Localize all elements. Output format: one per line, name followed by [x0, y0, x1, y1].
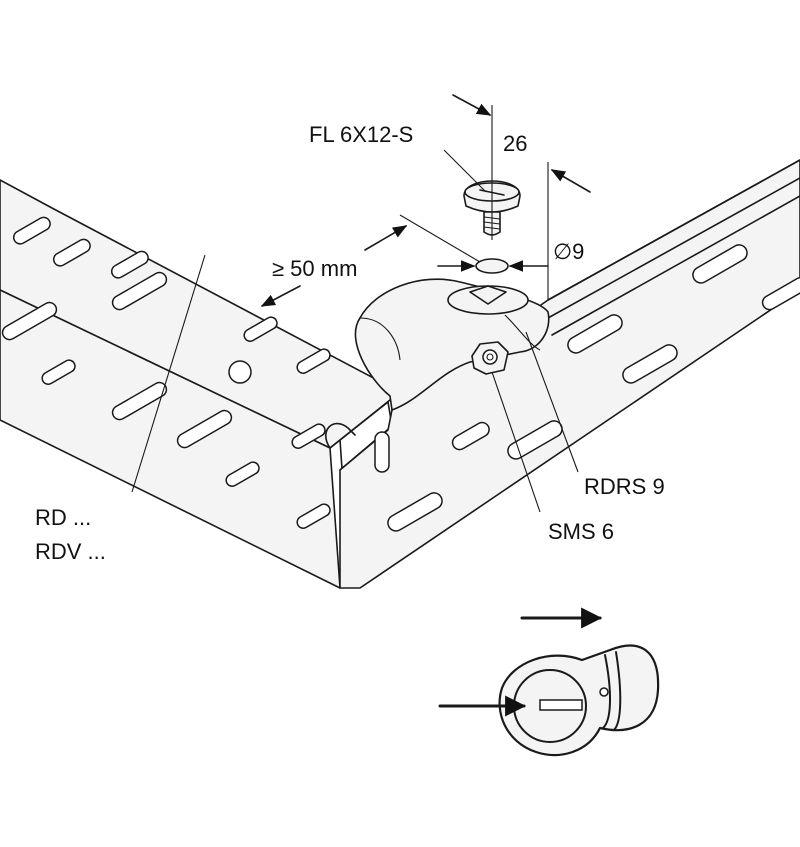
- clamp-orientation-detail: [438, 607, 660, 756]
- label-spacing: ≥ 50 mm: [272, 256, 357, 281]
- nut-sms-6: [471, 341, 509, 375]
- leader-tray: [131, 254, 206, 493]
- label-width: 26: [503, 131, 527, 156]
- tray-rolled-edge: [324, 422, 356, 449]
- hole-9mm: [475, 258, 509, 274]
- label-clamp: RDRS 9: [584, 474, 665, 499]
- label-tray-rdv: RDV ...: [35, 539, 106, 564]
- cable-tray-left: [0, 179, 401, 589]
- dimension-lines: [131, 94, 591, 513]
- leader-screw: [443, 149, 487, 193]
- clamp-rdrs-9: [354, 278, 550, 411]
- label-tray-rd: RD ...: [35, 505, 91, 530]
- label-hole: ∅9: [553, 239, 584, 264]
- label-nut: SMS 6: [548, 519, 614, 544]
- label-screw: FL 6X12-S: [309, 122, 413, 147]
- leader-clamp: [525, 331, 579, 473]
- tray-right-slots: [374, 244, 800, 532]
- tray-floor-slots: [1, 216, 331, 529]
- cable-tray-right: [339, 159, 800, 589]
- leader-nut: [491, 371, 541, 513]
- tray-right-wall: [339, 159, 800, 589]
